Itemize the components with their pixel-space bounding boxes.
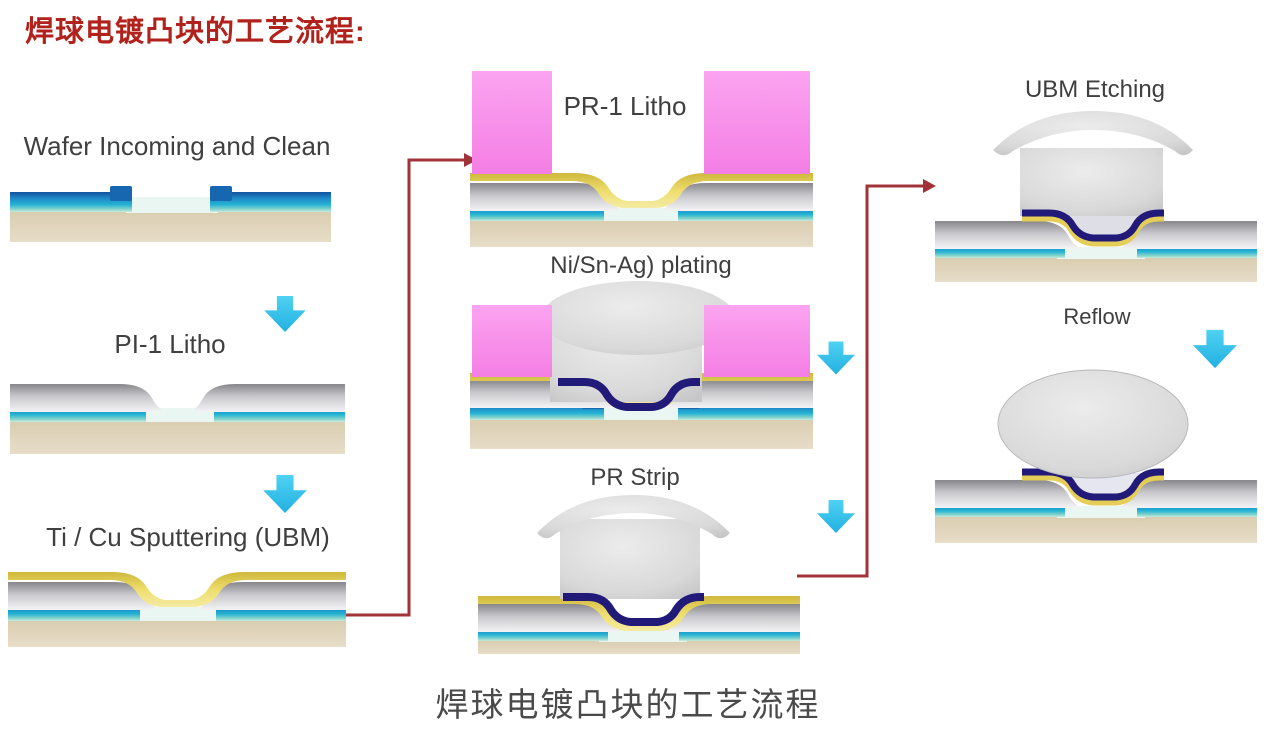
connector-arrow-sputtering-to-pr1litho [345,153,477,617]
cross-section-ti-cu-sputtering [8,572,346,647]
metal-layer [210,192,331,212]
bond-pad [134,607,222,621]
down-arrow-icon [817,341,855,375]
solder-bump-column [560,519,700,599]
substrate-layer [470,219,813,247]
step-label-ubm-etching: UBM Etching [1024,76,1166,103]
ubm-seed-layer [8,572,346,607]
nickel-liner [558,378,700,411]
down-arrow-icon [263,475,307,513]
polyimide-layer [10,384,161,412]
substrate-layer [8,620,346,647]
cross-section-pi1-litho [10,384,345,454]
step-label-pr-strip: PR Strip [590,464,680,491]
cross-section-pr-strip [478,495,800,654]
solder-bump-cap [993,111,1193,156]
solder-bump-cap [537,495,730,539]
cross-section-wafer-incoming [10,186,331,242]
substrate-layer [935,517,1257,543]
bond-pad [126,197,218,213]
nickel-liner [563,593,704,626]
cross-section-ni-sn-ag-plating [470,281,813,449]
down-arrow-icon [1193,329,1237,369]
page-title: 焊球电镀凸块的工艺流程: [25,16,366,48]
substrate-layer [478,641,800,654]
connector-arrow-prstrip-to-ubmetching [797,179,936,578]
photoresist-block-right [704,71,810,174]
cross-section-reflow [935,369,1257,543]
cross-section-ubm-etching [935,111,1257,282]
step-label-ti-cu-sputtering: Ti / Cu Sputtering (UBM) [46,522,330,552]
polyimide-layer [194,384,345,412]
step-label-pi1-litho: PI-1 Litho [114,329,226,359]
photoresist-block-left [472,71,552,174]
down-arrow-icon [817,499,855,534]
solder-bump-column [1020,148,1163,216]
diagram-caption: 焊球电镀凸块的工艺流程 [435,688,821,724]
substrate-layer [10,420,345,454]
solder-ball [997,369,1189,479]
solder-dome [541,281,735,355]
photoresist-block-right [704,305,810,377]
nickel-liner [1022,209,1164,242]
metal-layer [10,192,132,212]
photoresist-block-left [472,305,552,377]
nickel-liner [1022,468,1164,501]
step-label-pr1-litho: PR-1 Litho [563,91,687,121]
substrate-layer [10,211,331,242]
down-arrow-icon [264,296,306,332]
step-label-wafer-incoming: Wafer Incoming and Clean [23,131,331,161]
step-label-ni-sn-ag-plating: Ni/Sn-Ag) plating [550,252,732,279]
cross-section-pr1-litho [470,71,813,247]
substrate-layer [470,418,813,449]
substrate-layer [935,258,1257,282]
step-label-reflow: Reflow [1063,304,1131,329]
